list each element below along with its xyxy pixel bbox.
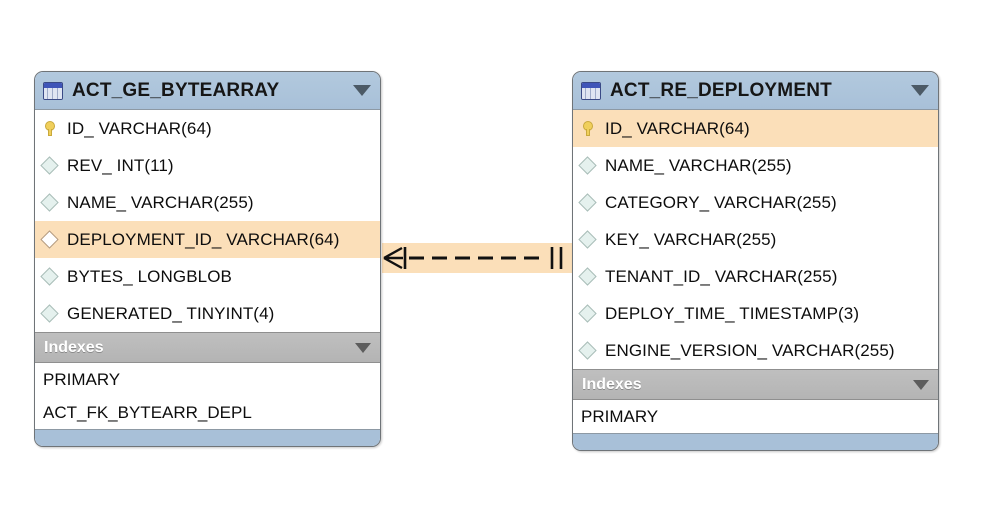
key-icon — [581, 121, 605, 136]
diamond-icon — [40, 193, 67, 212]
chevron-down-icon[interactable] — [911, 85, 929, 96]
column-label: ENGINE_VERSION_ VARCHAR(255) — [605, 340, 895, 360]
diamond-icon — [578, 304, 605, 323]
table-icon — [581, 81, 601, 100]
column-label: ID_ VARCHAR(64) — [67, 118, 212, 138]
column-label: NAME_ VARCHAR(255) — [67, 192, 254, 212]
indexes-section-header[interactable]: Indexes — [35, 332, 380, 363]
key-icon — [43, 121, 67, 136]
indexes-section-header[interactable]: Indexes — [573, 369, 938, 400]
column-row[interactable]: TENANT_ID_ VARCHAR(255) — [573, 258, 938, 295]
table-header[interactable]: ACT_RE_DEPLOYMENT — [573, 72, 938, 110]
column-label: NAME_ VARCHAR(255) — [605, 155, 792, 175]
diamond-icon — [578, 267, 605, 286]
indexes-section-label: Indexes — [44, 338, 104, 356]
table-footer — [35, 429, 380, 446]
column-label: GENERATED_ TINYINT(4) — [67, 303, 275, 323]
relationship-line — [383, 246, 563, 270]
column-row-highlighted[interactable]: DEPLOYMENT_ID_ VARCHAR(64) — [35, 221, 380, 258]
column-label: KEY_ VARCHAR(255) — [605, 229, 777, 249]
column-label: CATEGORY_ VARCHAR(255) — [605, 192, 837, 212]
chevron-down-icon[interactable] — [353, 85, 371, 96]
diamond-icon — [578, 156, 605, 175]
table-footer — [573, 433, 938, 450]
column-label: BYTES_ LONGBLOB — [67, 266, 232, 286]
diamond-icon — [578, 193, 605, 212]
table-title: ACT_RE_DEPLOYMENT — [610, 79, 832, 101]
column-row[interactable]: CATEGORY_ VARCHAR(255) — [573, 184, 938, 221]
column-row[interactable]: ENGINE_VERSION_ VARCHAR(255) — [573, 332, 938, 369]
table-header[interactable]: ACT_GE_BYTEARRAY — [35, 72, 380, 110]
column-row[interactable]: BYTES_ LONGBLOB — [35, 258, 380, 295]
diamond-icon — [40, 304, 67, 323]
table-act-ge-bytearray[interactable]: ACT_GE_BYTEARRAY ID_ VARCHAR(64) REV_ IN… — [34, 71, 381, 447]
chevron-down-icon[interactable] — [355, 342, 371, 353]
column-row[interactable]: NAME_ VARCHAR(255) — [35, 184, 380, 221]
column-label: DEPLOYMENT_ID_ VARCHAR(64) — [67, 229, 340, 249]
column-row[interactable]: DEPLOY_TIME_ TIMESTAMP(3) — [573, 295, 938, 332]
index-row[interactable]: PRIMARY — [35, 363, 380, 396]
diamond-icon — [578, 230, 605, 249]
table-icon — [43, 81, 63, 100]
index-row[interactable]: ACT_FK_BYTEARR_DEPL — [35, 396, 380, 429]
relationship-connector[interactable] — [382, 243, 576, 273]
diamond-icon — [578, 341, 605, 360]
column-label: TENANT_ID_ VARCHAR(255) — [605, 266, 838, 286]
column-row[interactable]: KEY_ VARCHAR(255) — [573, 221, 938, 258]
diamond-icon — [40, 230, 67, 249]
indexes-section-label: Indexes — [582, 375, 642, 393]
column-label: REV_ INT(11) — [67, 155, 174, 175]
table-act-re-deployment[interactable]: ACT_RE_DEPLOYMENT ID_ VARCHAR(64) NAME_ … — [572, 71, 939, 451]
column-row[interactable]: NAME_ VARCHAR(255) — [573, 147, 938, 184]
column-row[interactable]: REV_ INT(11) — [35, 147, 380, 184]
table-title: ACT_GE_BYTEARRAY — [72, 79, 280, 101]
column-row[interactable]: GENERATED_ TINYINT(4) — [35, 295, 380, 332]
crowsfoot-many-symbol — [383, 246, 403, 270]
chevron-down-icon[interactable] — [913, 379, 929, 390]
diamond-icon — [40, 267, 67, 286]
column-row-highlighted[interactable]: ID_ VARCHAR(64) — [573, 110, 938, 147]
column-label: DEPLOY_TIME_ TIMESTAMP(3) — [605, 303, 860, 323]
column-row[interactable]: ID_ VARCHAR(64) — [35, 110, 380, 147]
index-row[interactable]: PRIMARY — [573, 400, 938, 433]
diamond-icon — [40, 156, 67, 175]
column-label: ID_ VARCHAR(64) — [605, 118, 750, 138]
